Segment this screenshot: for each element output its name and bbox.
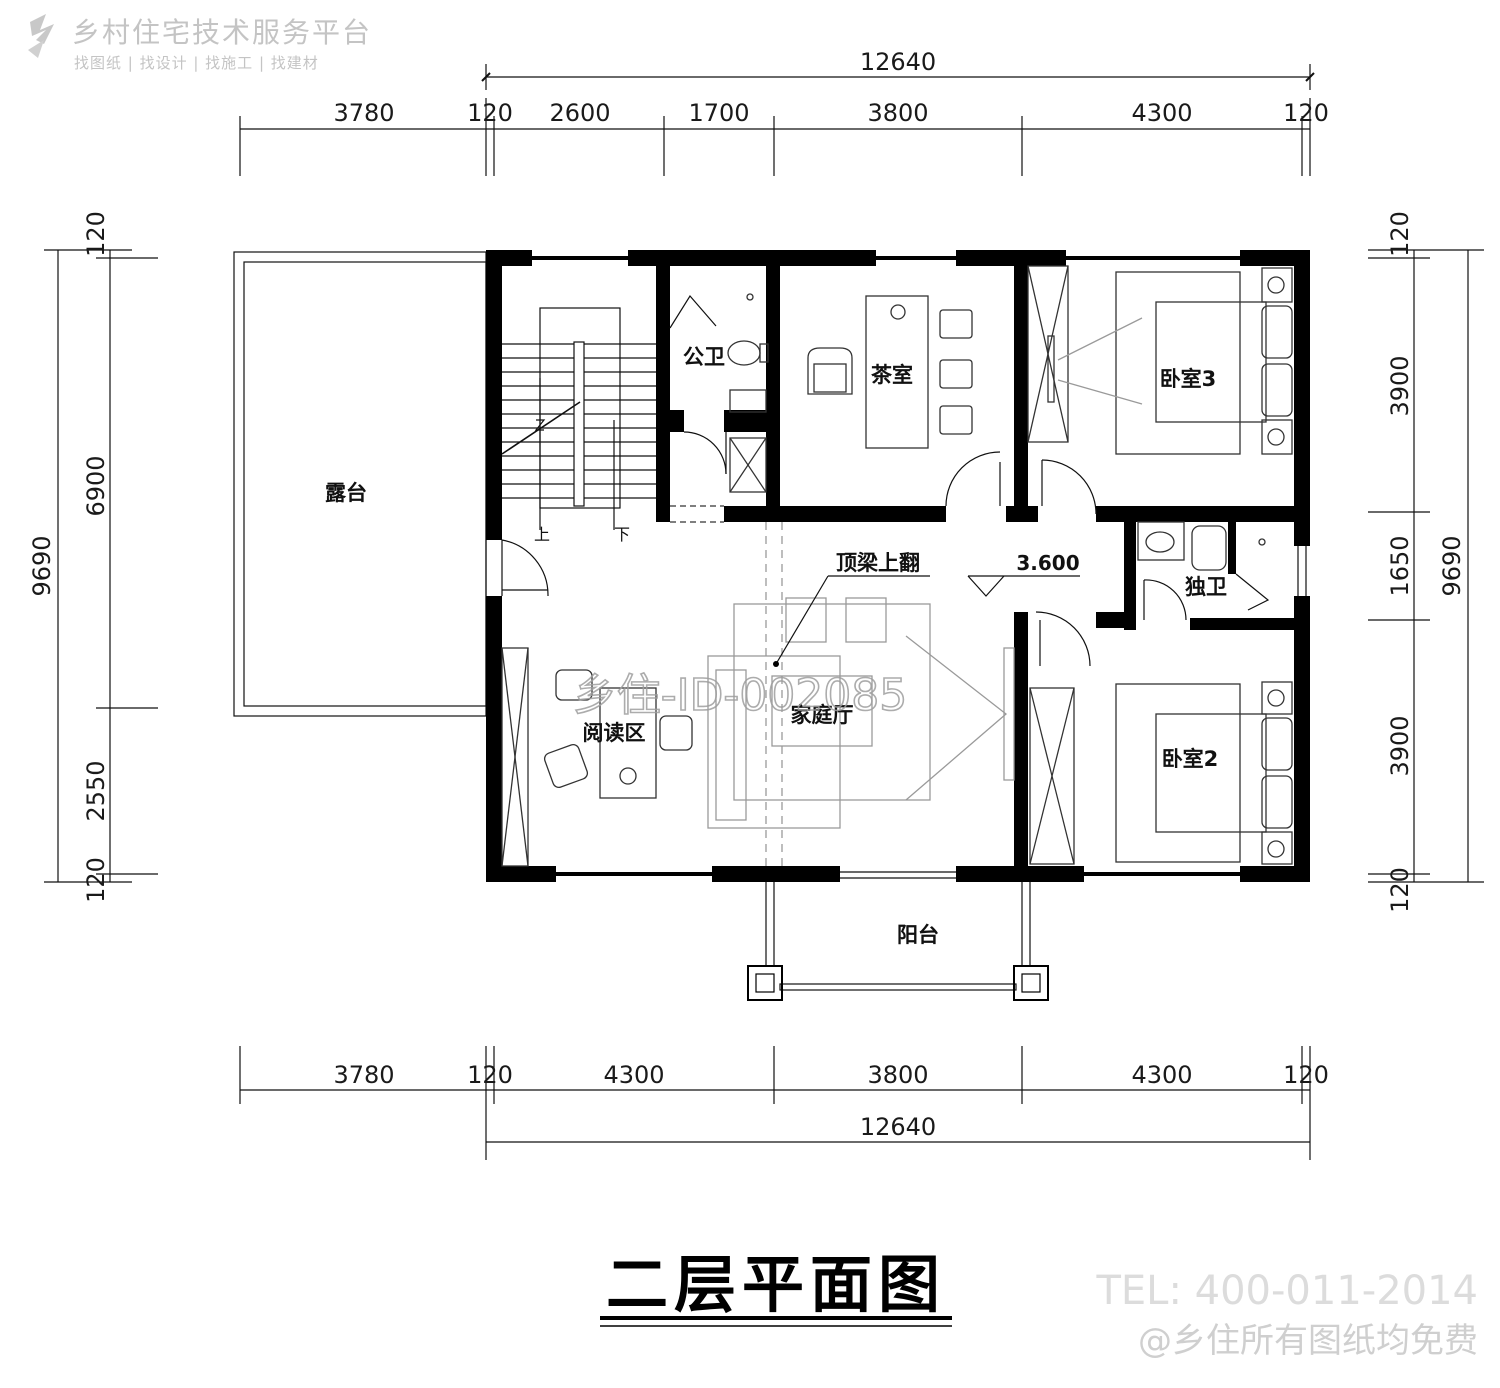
bedroom3-tv-projection bbox=[1057, 317, 1143, 405]
top-dim-5: 3800 bbox=[867, 99, 928, 127]
left-dim-2: 6900 bbox=[82, 455, 110, 516]
tea-room-furniture bbox=[807, 295, 973, 449]
bottom-dim-5: 4300 bbox=[1131, 1061, 1192, 1089]
bottom-total-dimension: 12640 bbox=[860, 1113, 936, 1141]
left-dim-1: 120 bbox=[82, 211, 110, 257]
top-dim-6: 4300 bbox=[1131, 99, 1192, 127]
right-dim-3: 1650 bbox=[1386, 535, 1414, 596]
room-label-bedroom3: 卧室3 bbox=[1160, 367, 1217, 391]
beam-note-dot bbox=[773, 661, 779, 667]
top-dimension-lines bbox=[239, 64, 1315, 176]
bottom-dim-6: 120 bbox=[1283, 1061, 1329, 1089]
room-label-tea-room: 茶室 bbox=[871, 363, 913, 387]
bottom-dim-1: 3780 bbox=[333, 1061, 394, 1089]
footer-tel: TEL: 400-011-2014 bbox=[1095, 1268, 1478, 1314]
top-dim-2: 120 bbox=[467, 99, 513, 127]
bedroom3-furniture bbox=[1027, 265, 1293, 455]
bottom-dim-2: 120 bbox=[467, 1061, 513, 1089]
reading-area-furniture bbox=[501, 647, 693, 867]
elevation-label: 3.600 bbox=[1016, 551, 1079, 575]
top-total-dimension: 12640 bbox=[860, 48, 936, 76]
top-dim-7: 120 bbox=[1283, 99, 1329, 127]
beam-note-leader bbox=[775, 575, 829, 665]
right-dimension-lines bbox=[1368, 249, 1484, 883]
room-label-balcony: 阳台 bbox=[897, 923, 939, 947]
room-label-family-hall: 家庭厅 bbox=[791, 703, 854, 727]
stair-down-label: 下 bbox=[614, 525, 630, 544]
room-label-terrace: 露台 bbox=[325, 481, 367, 505]
right-total-dimension: 9690 bbox=[1438, 535, 1466, 596]
balcony-columns bbox=[747, 965, 1049, 1001]
left-total-dimension: 9690 bbox=[28, 535, 56, 596]
walls bbox=[486, 250, 1310, 882]
elevation-marker bbox=[967, 575, 1080, 597]
left-dim-3: 2550 bbox=[82, 760, 110, 821]
staircase bbox=[501, 307, 656, 530]
drawing-title: 二层平面图 bbox=[606, 1248, 946, 1321]
room-label-public-bath: 公卫 bbox=[683, 345, 725, 369]
footer-note: @乡住所有图纸均免费 bbox=[1138, 1321, 1478, 1361]
public-wc-fixtures bbox=[670, 293, 769, 523]
left-dim-4: 120 bbox=[82, 857, 110, 903]
top-dim-3: 2600 bbox=[549, 99, 610, 127]
id-watermark: 乡住-ID-002085 bbox=[573, 670, 908, 721]
stair-up-label: 上 bbox=[534, 525, 550, 544]
platform-name: 乡村住宅技术服务平台 bbox=[72, 16, 372, 49]
room-label-reading: 阅读区 bbox=[583, 721, 646, 745]
bottom-dimension-lines bbox=[239, 1046, 1311, 1160]
right-dim-4: 3900 bbox=[1386, 715, 1414, 776]
room-label-private-bath: 独卫 bbox=[1185, 575, 1227, 599]
right-dim-2: 3900 bbox=[1386, 355, 1414, 416]
top-dim-4: 1700 bbox=[688, 99, 749, 127]
beam-note-label: 顶梁上翻 bbox=[836, 551, 920, 575]
room-label-bedroom2: 卧室2 bbox=[1162, 747, 1219, 771]
bottom-dim-4: 3800 bbox=[867, 1061, 928, 1089]
platform-logo bbox=[28, 14, 54, 58]
top-dim-1: 3780 bbox=[333, 99, 394, 127]
door-swings bbox=[501, 294, 1307, 879]
private-bath-fixtures bbox=[1137, 521, 1266, 571]
balcony-outline bbox=[765, 882, 1031, 991]
bedroom2-furniture bbox=[1029, 681, 1293, 865]
bottom-dim-3: 4300 bbox=[603, 1061, 664, 1089]
platform-slogan: 找图纸 | 找设计 | 找施工 | 找建材 bbox=[74, 54, 319, 72]
family-hall-furniture bbox=[707, 522, 1015, 866]
right-dim-5: 120 bbox=[1386, 867, 1414, 913]
left-dimension-lines bbox=[44, 249, 158, 883]
right-dim-1: 120 bbox=[1386, 211, 1414, 257]
